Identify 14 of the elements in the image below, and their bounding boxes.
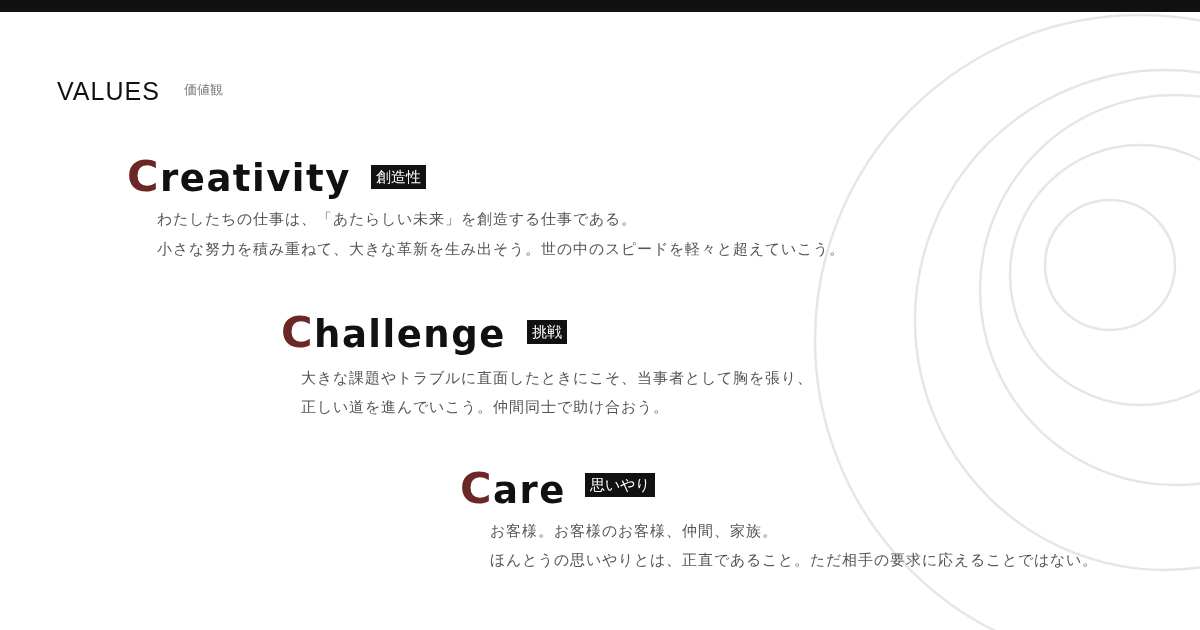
page-title: VALUES [57,79,160,104]
description-text: 大きな課題やトラブルに直面したときにこそ、当事者として胸を張り、 [301,371,813,386]
value-heading: Care [460,467,566,510]
description-text: わたしたちの仕事は、「あたらしい未来」を創造する仕事である。 [157,212,637,227]
label-tag: 思いやり [585,473,655,497]
description-text: 小さな努力を積み重ねて、大きな革新を生み出そう。世の中のスピードを軽々と超えていこう。 [157,242,845,257]
label-tag: 挑戦 [527,320,567,344]
description-text: ほんとうの思いやりとは、正直であること。ただ相手の要求に応えることではない。 [490,553,1098,568]
label-tag: 創造性 [371,165,426,189]
description-text: お客様。お客様のお客様、仲間、家族。 [490,524,778,539]
subtitle: 価値観 [184,83,223,96]
description-text: 正しい道を進んでいこう。仲間同士で助け合おう。 [301,400,669,415]
value-heading: Creativity [127,155,351,198]
value-heading: Challenge [281,311,506,354]
